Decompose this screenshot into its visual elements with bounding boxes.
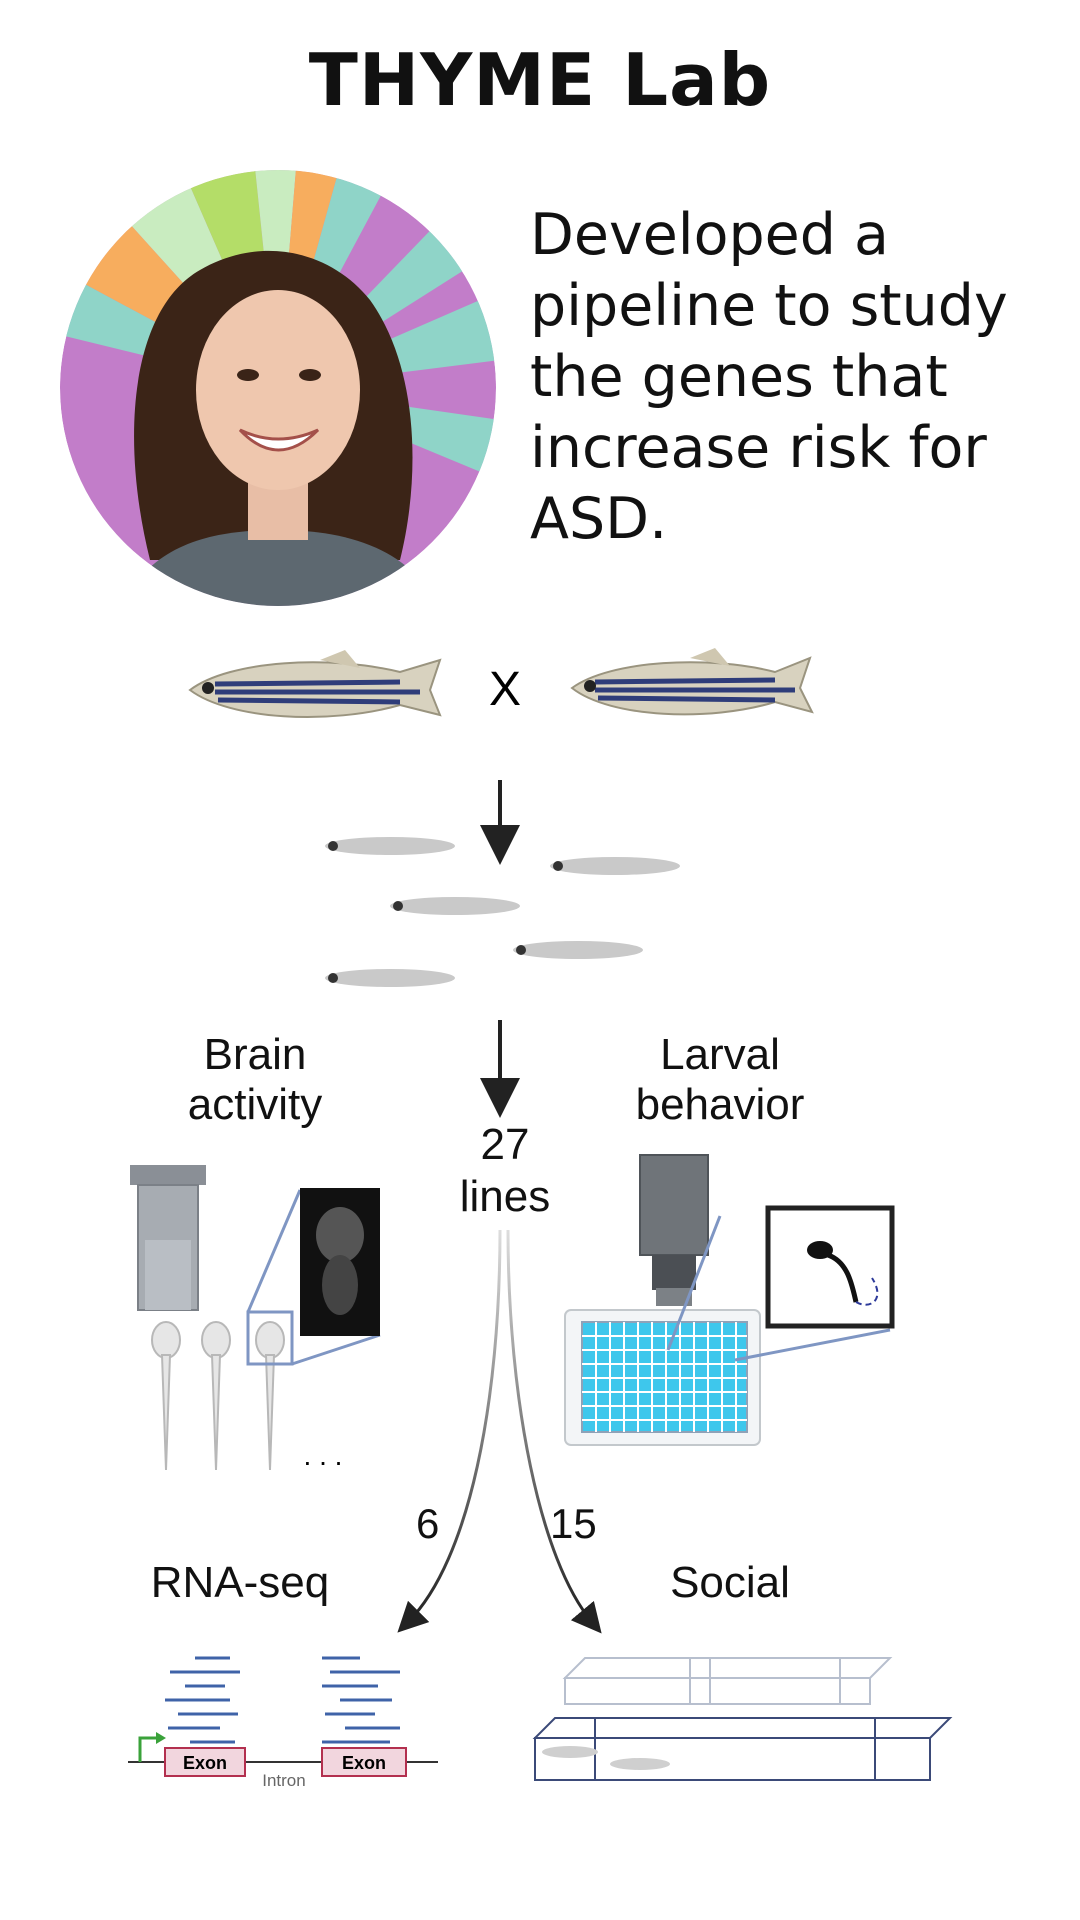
larva — [550, 857, 680, 875]
intron-label: Intron — [262, 1771, 305, 1790]
rnaseq-line-count: 6 — [416, 1500, 440, 1547]
social-label: Social — [670, 1558, 790, 1607]
social-chambers — [532, 1657, 953, 1781]
page-title: THYME Lab — [308, 38, 772, 122]
larva — [390, 897, 520, 915]
larva — [513, 941, 643, 959]
ellipsis: . . . — [304, 1440, 343, 1471]
brain-image — [300, 1188, 380, 1336]
adult-zebrafish-right — [570, 648, 814, 716]
larva — [325, 969, 455, 987]
camera — [639, 1154, 709, 1306]
arrow-to-rnaseq — [397, 1229, 502, 1633]
promoter-arrow-icon — [138, 1736, 158, 1762]
summary-text: Developed a pipeline to study the genes … — [530, 202, 1008, 552]
zoom-box — [246, 1310, 294, 1366]
arrow-to-social — [506, 1229, 602, 1634]
exon-label-right: Exon — [342, 1753, 386, 1773]
tracking-inset — [765, 1205, 895, 1329]
microscope-objective — [130, 1165, 206, 1311]
zoom-line — [734, 1328, 891, 1362]
rnaseq-reads — [165, 1656, 400, 1758]
brain-activity-label: Brain activity — [187, 1030, 323, 1129]
larva-top — [201, 1321, 231, 1471]
well-plate — [564, 1309, 761, 1446]
social-line-count: 15 — [550, 1500, 597, 1547]
larval-behavior-label: Larval behavior — [635, 1030, 805, 1129]
adult-zebrafish-left — [188, 650, 442, 718]
larva — [325, 837, 455, 855]
exon-box-right — [321, 1747, 407, 1777]
exon-label-left: Exon — [183, 1753, 227, 1773]
rnaseq-label: RNA-seq — [150, 1558, 330, 1607]
exon-box-left — [164, 1747, 246, 1777]
portrait-avatar — [60, 170, 496, 606]
lines-word: lines — [459, 1172, 551, 1221]
larvae-top-view — [151, 1321, 285, 1471]
cross-symbol: X — [489, 663, 521, 716]
zoom-line — [666, 1215, 722, 1351]
zoom-line — [246, 1189, 302, 1313]
larva-top — [255, 1321, 285, 1471]
sunburst-background — [60, 170, 496, 606]
lines-count: 27 — [480, 1120, 530, 1169]
larvae-group — [325, 837, 680, 987]
larva-top — [151, 1321, 181, 1471]
promoter-arrowhead-icon — [156, 1732, 166, 1744]
zoom-line — [291, 1333, 381, 1366]
